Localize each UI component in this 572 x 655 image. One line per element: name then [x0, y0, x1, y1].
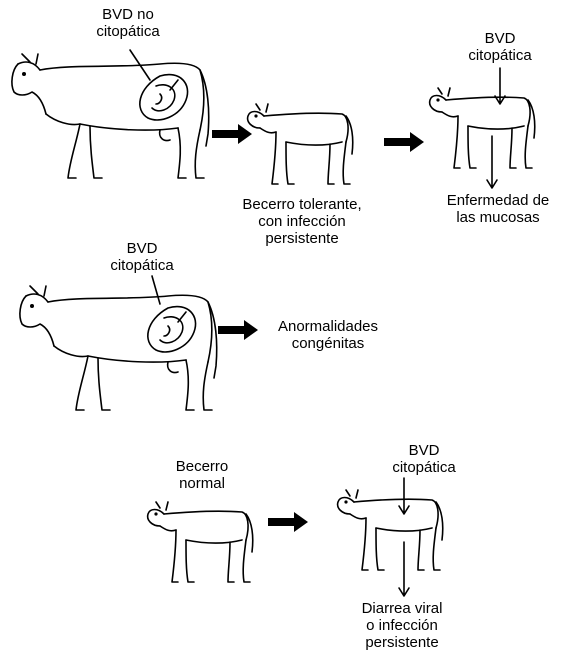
label-line: normal: [164, 475, 240, 492]
tolerant-calf-label: Becerro tolerante, con infección persist…: [228, 196, 376, 247]
label-line: BVD: [456, 30, 544, 47]
label-line: con infección: [228, 213, 376, 230]
mucosal-disease-calf-illustration: [430, 88, 535, 168]
label-line: citopática: [456, 47, 544, 64]
arrow-to-tolerant-calf: [212, 124, 252, 144]
disease-down-arrow: [487, 136, 497, 188]
label-line: citopática: [82, 23, 174, 40]
diarrhea-down-arrow: [399, 542, 409, 596]
pregnant-cow-illustration: [12, 54, 209, 178]
virus-down-arrow-2: [399, 478, 409, 514]
bottom-virus-label: BVD citopática: [376, 442, 472, 476]
arrow-to-mucosal-disease: [384, 132, 424, 152]
middle-virus-label: BVD citopática: [96, 240, 188, 274]
tolerant-calf-illustration: [248, 104, 353, 184]
diarrhea-label: Diarrea viral o infección persistente: [348, 600, 456, 651]
abnormalities-label: Anormalidades congénitas: [268, 318, 388, 352]
malformed-fetus-cow-illustration: [20, 286, 217, 410]
virus-pointer-line-2: [152, 276, 160, 304]
label-line: citopática: [376, 459, 472, 476]
label-line: persistente: [228, 230, 376, 247]
infected-calf-illustration: [338, 490, 443, 570]
label-line: BVD no: [82, 6, 174, 23]
label-line: Enfermedad de: [432, 192, 564, 209]
normal-calf-label: Becerro normal: [164, 458, 240, 492]
label-line: persistente: [348, 634, 456, 651]
label-line: BVD: [376, 442, 472, 459]
label-line: o infección: [348, 617, 456, 634]
mucosal-disease-label: Enfermedad de las mucosas: [432, 192, 564, 226]
normal-calf-illustration: [148, 502, 253, 582]
label-line: Diarrea viral: [348, 600, 456, 617]
label-line: Becerro tolerante,: [228, 196, 376, 213]
arrow-to-abnormalities: [218, 320, 258, 340]
label-line: citopática: [96, 257, 188, 274]
label-line: Becerro: [164, 458, 240, 475]
virus-down-arrow: [495, 68, 505, 104]
label-line: congénitas: [268, 335, 388, 352]
arrow-to-infected-calf: [268, 512, 308, 532]
label-line: BVD: [96, 240, 188, 257]
label-line: las mucosas: [432, 209, 564, 226]
top-virus-label: BVD no citopática: [82, 6, 174, 40]
label-line: Anormalidades: [268, 318, 388, 335]
top-right-virus-label: BVD citopática: [456, 30, 544, 64]
